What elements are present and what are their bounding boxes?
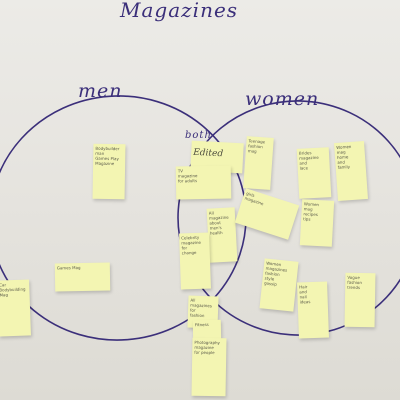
sticky-note-both-bottom-3: Photography magazine for people [191,337,227,397]
sticky-note-men-left-edge: Car Bodybuilding Mag [0,279,31,337]
sticky-note-women-right-mid: Women mag recipes tips [299,199,335,247]
sticky-note-women-bottom: Hair and nail ideas [297,281,329,339]
diagram-title: Magazines [120,0,239,22]
sticky-note-women-top-right: Women mag home and family [334,141,368,201]
sticky-note-both-lower: Celebrity magazine for change [179,232,211,290]
sticky-note-men-top-right: Bodybuilder man Games Play Magazine [92,143,126,200]
intersection-label: both [185,130,212,141]
sticky-note-women-lower-left: Women magazines fashion style gossip [259,258,299,312]
sticky-note-men-middle: Games Mag [54,262,111,292]
sticky-note-women-top: Brides magazine and lace [296,147,332,199]
set-label-men: men [78,80,123,102]
women-circle [177,100,400,336]
set-label-women: women [245,88,320,110]
sticky-note-women-top-left: Teenage fashion mag [243,136,274,190]
sticky-note-both-tv: TV magazine for adults [175,165,232,200]
sticky-note-both-center: All magazine about men's health [206,207,238,263]
sticky-note-women-bottom-right: Vogue fashion trends [344,272,376,328]
edited-note-text: Edited [192,147,224,160]
